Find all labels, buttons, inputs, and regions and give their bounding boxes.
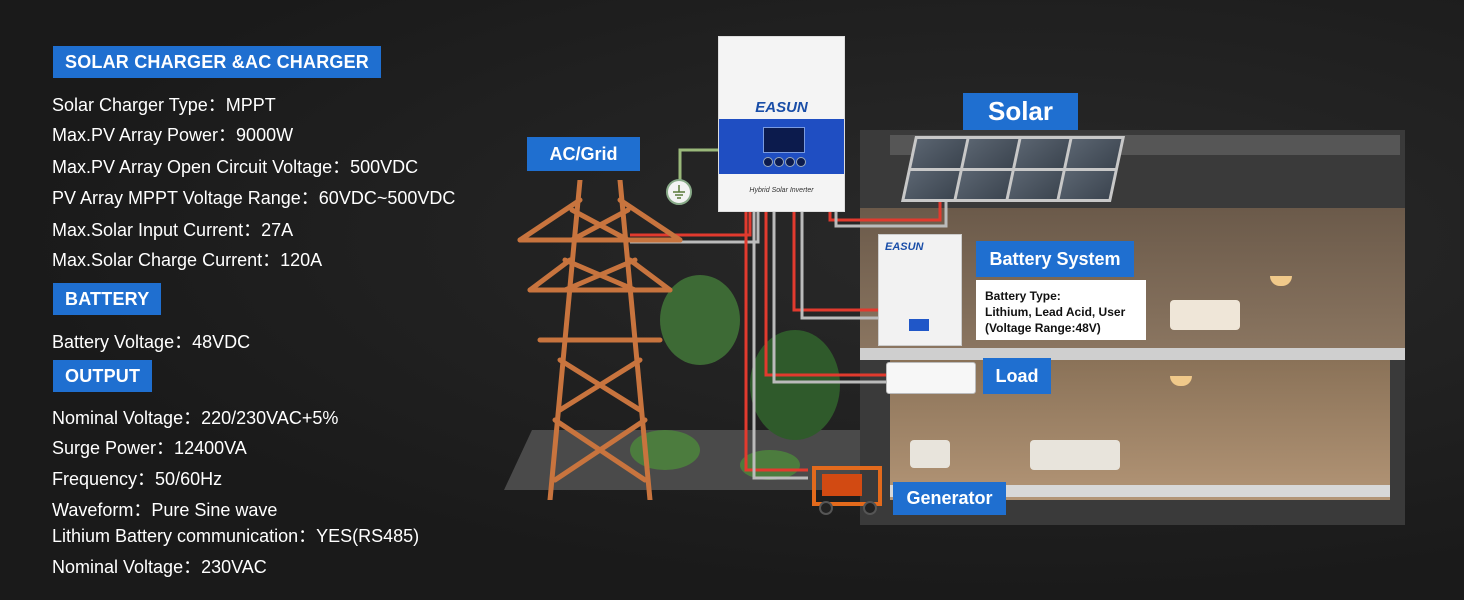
inverter-button — [763, 157, 773, 167]
battery-info-line: (Voltage Range:48V) — [985, 321, 1101, 335]
battery-unit: EASUN — [878, 234, 962, 346]
battery-info-line: Battery Type: — [985, 289, 1061, 303]
battery-system-label: Battery System — [976, 241, 1134, 277]
generator-icon — [812, 466, 882, 515]
solar-label: Solar — [963, 93, 1078, 130]
ac-grid-label: AC/Grid — [527, 137, 640, 171]
spec-line: Lithium Battery communication：YES(RS485) — [52, 526, 420, 546]
battery-section-label: BATTERY — [53, 283, 162, 315]
tree — [660, 275, 740, 365]
spec-line: PV Array MPPT Voltage Range：60VDC~500VDC — [52, 188, 456, 208]
battery-logo: EASUN — [885, 241, 924, 253]
inverter-button — [785, 157, 795, 167]
solar-panel-icon — [900, 136, 1126, 202]
battery-info-line: Lithium, Lead Acid, User — [985, 305, 1126, 319]
generator-label: Generator — [893, 482, 1006, 515]
spec-line: Solar Charger Type：MPPT — [52, 95, 276, 115]
spec-line: Nominal Voltage：220/230VAC+5% — [52, 408, 339, 428]
output-section-label: OUTPUT — [53, 360, 153, 392]
battery-info-box: Battery Type: Lithium, Lead Acid, User (… — [976, 280, 1146, 340]
system-diagram: EASUN Hybrid Solar Inverter EASUN — [504, 30, 1464, 600]
lamp-icon — [1170, 376, 1192, 386]
floor-slab — [890, 485, 1390, 497]
inverter-button — [774, 157, 784, 167]
battery-display — [909, 319, 929, 331]
spec-line: Frequency：50/60Hz — [52, 469, 223, 489]
inverter-caption: Hybrid Solar Inverter — [749, 187, 814, 194]
floor-slab — [860, 348, 1405, 360]
spec-line: Max.PV Array Power：9000W — [52, 125, 294, 145]
spec-line: Nominal Voltage：230VAC — [52, 557, 267, 577]
transmission-tower-icon — [517, 180, 683, 500]
wiring — [630, 148, 948, 480]
sofa — [1030, 440, 1120, 470]
solar-charger-section-label: SOLAR CHARGER &AC CHARGER — [53, 46, 382, 78]
inverter-display — [763, 127, 805, 153]
inverter-button — [796, 157, 806, 167]
ground-icon — [666, 179, 692, 205]
bed — [1170, 300, 1240, 330]
bush — [740, 450, 800, 480]
spec-line: Battery Voltage：48VDC — [52, 332, 251, 352]
spec-line: Max.Solar Charge Current：120A — [52, 250, 323, 270]
cabinet — [910, 440, 950, 468]
spec-line: Waveform：Pure Sine wave — [52, 500, 278, 520]
inverter-logo: EASUN — [755, 99, 808, 116]
spec-line: Max.PV Array Open Circuit Voltage：500VDC — [52, 157, 419, 177]
load-label: Load — [983, 358, 1051, 394]
air-conditioner-icon — [886, 362, 976, 394]
lamp-icon — [1270, 276, 1292, 286]
hybrid-inverter: EASUN Hybrid Solar Inverter — [718, 36, 845, 212]
spec-line: Max.Solar Input Current：27A — [52, 220, 294, 240]
spec-line: Surge Power：12400VA — [52, 438, 247, 458]
